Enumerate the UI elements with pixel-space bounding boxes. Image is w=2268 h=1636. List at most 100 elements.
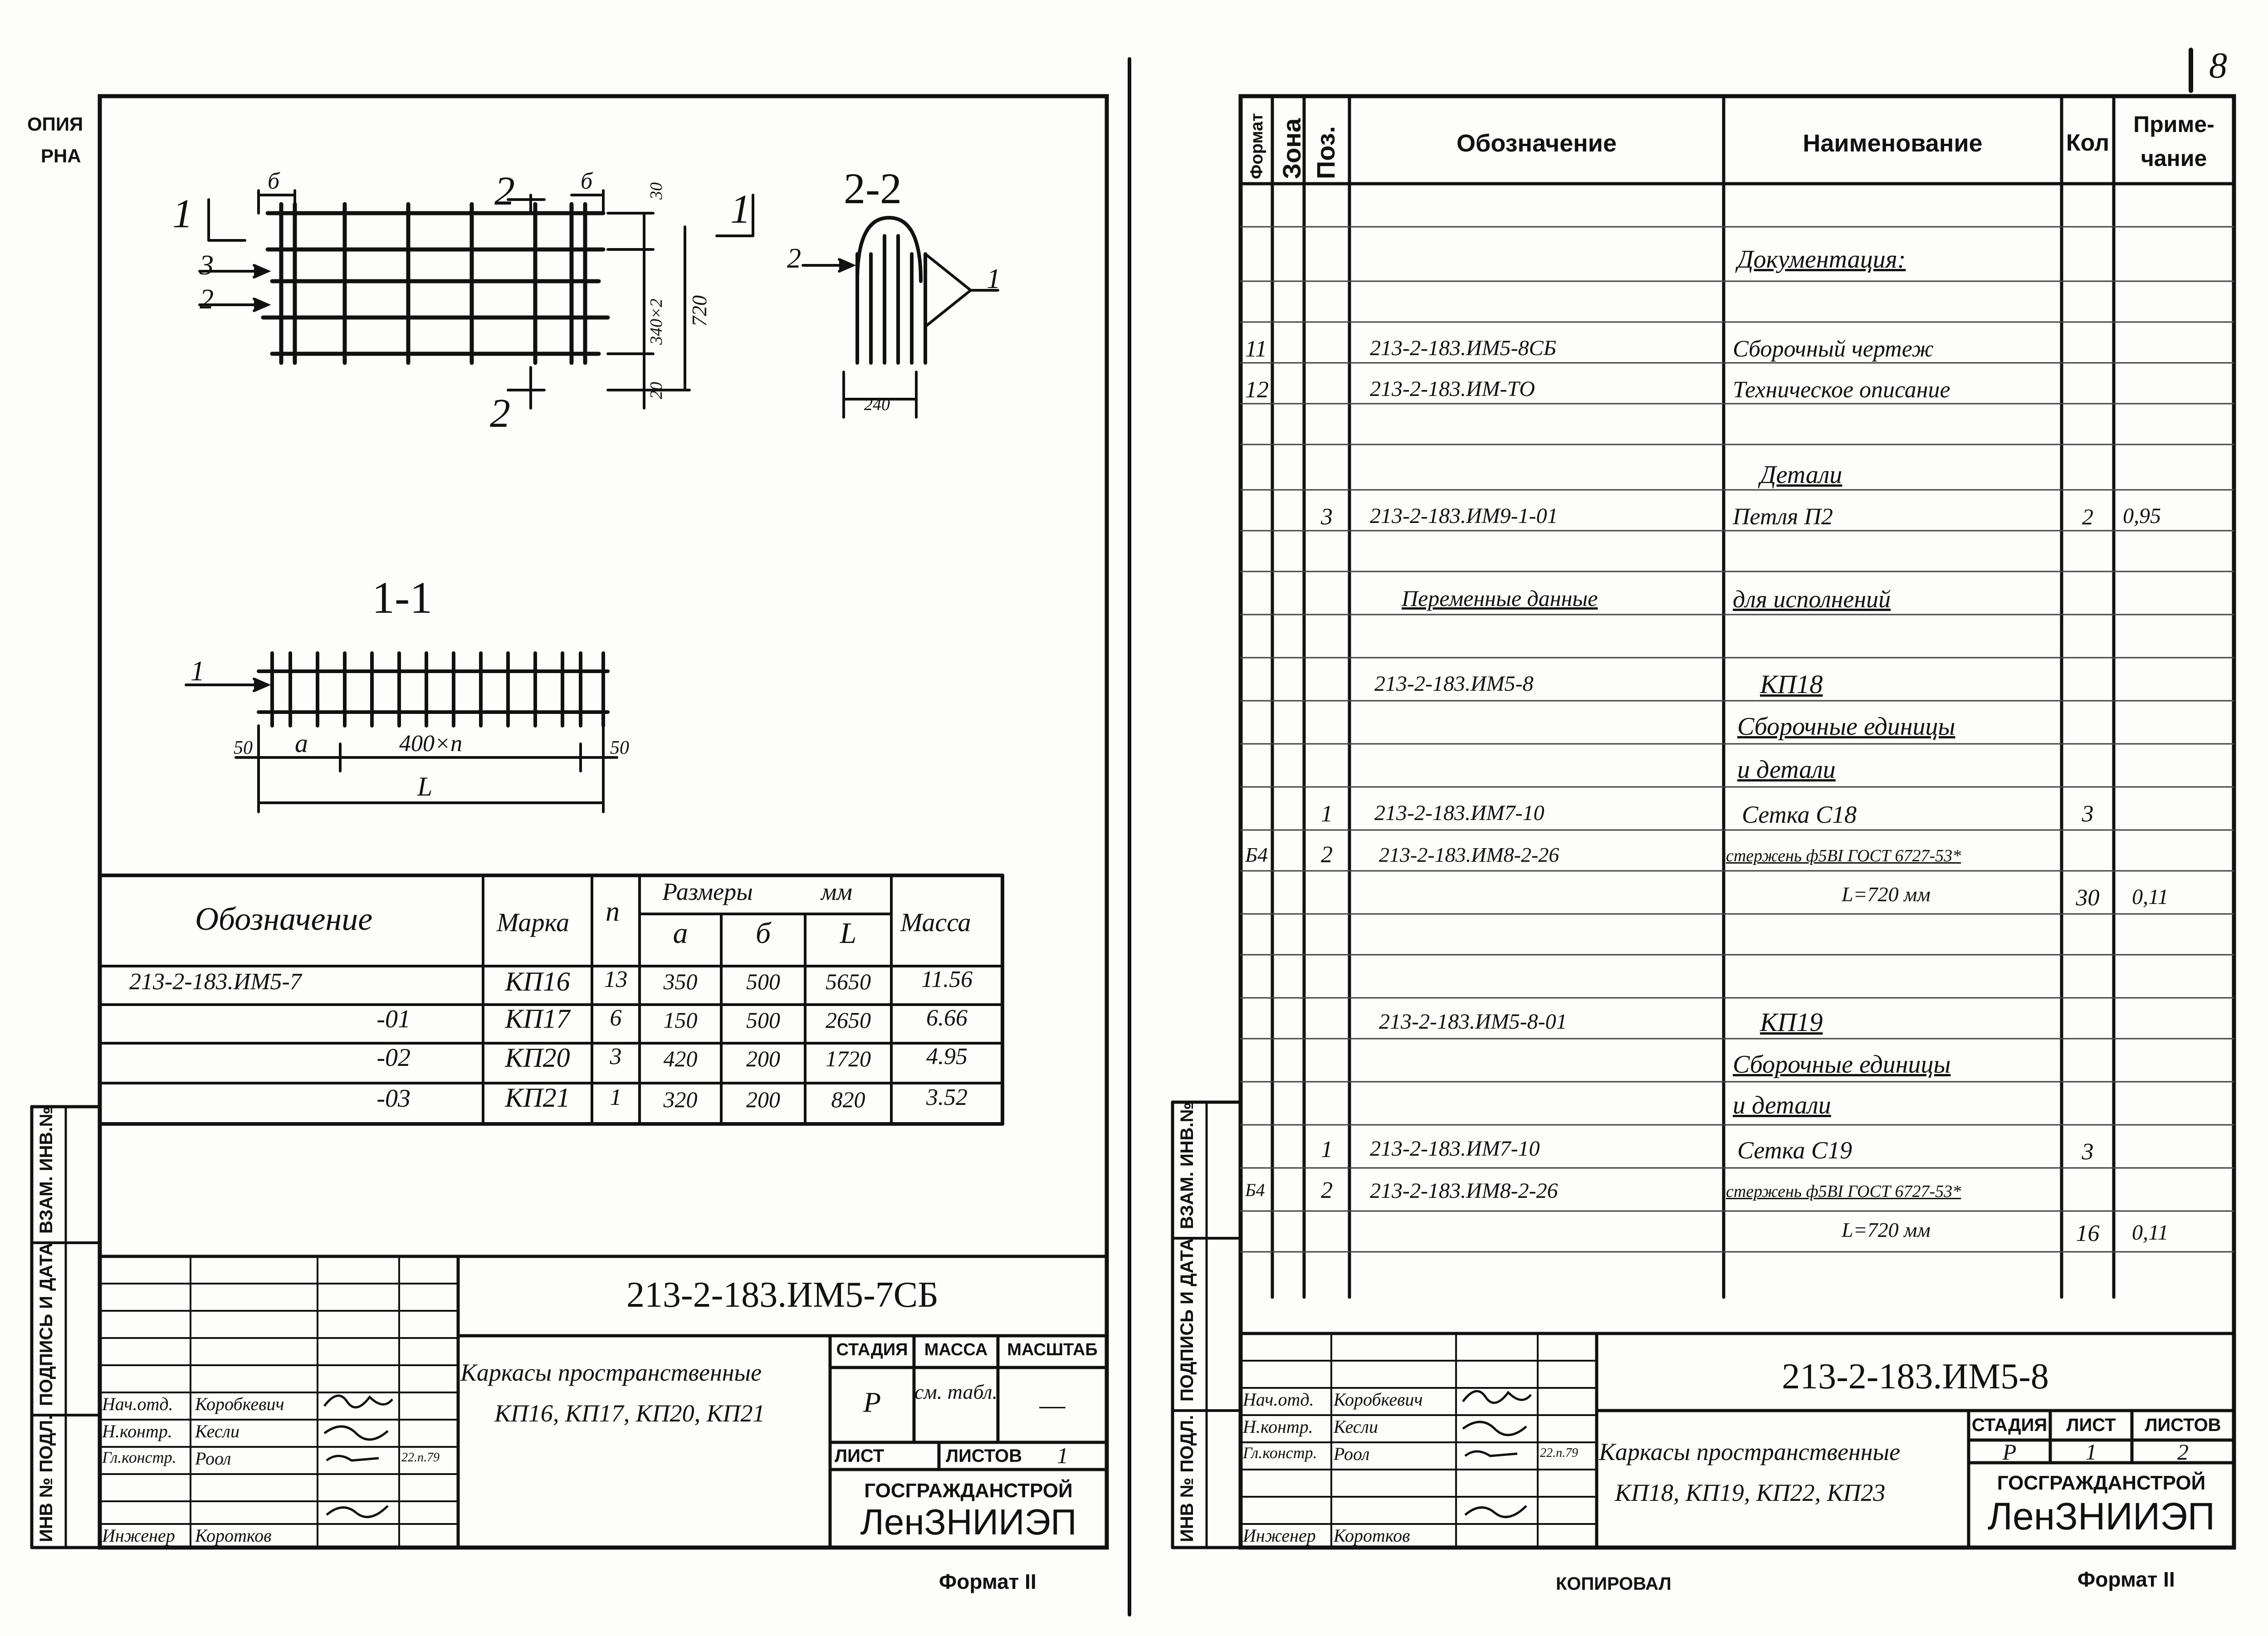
sheet-value: 1 bbox=[2085, 1439, 2097, 1465]
section-2-2-dim-240: 240 bbox=[864, 395, 890, 414]
callout-2-top: 2 bbox=[494, 169, 515, 214]
spec-name: L=720 мм bbox=[1842, 1218, 1931, 1241]
person-name: Роол bbox=[1334, 1444, 1370, 1464]
row-a: 350 bbox=[663, 969, 698, 994]
sheets-header: ЛИСТОВ bbox=[2145, 1415, 2221, 1435]
th-L: L bbox=[840, 917, 857, 950]
side-label-inv: ИНВ № ПОДЛ. bbox=[1177, 1415, 1197, 1542]
stage-header: СТАДИЯ bbox=[1971, 1415, 2048, 1435]
row-L: 5650 bbox=[826, 969, 871, 994]
row-a: 150 bbox=[663, 1007, 698, 1033]
spec-qty: 30 bbox=[2076, 885, 2100, 911]
role-norm-control: Н.контр. bbox=[102, 1421, 172, 1441]
section-2-2-callout-2: 2 bbox=[787, 243, 801, 274]
org-name-1: ГОСГРАЖДАНСТРОЙ bbox=[1997, 1472, 2206, 1494]
row-mark: КП21 bbox=[505, 1083, 570, 1113]
spec-designation: 213-2-183.ИМ7-10 bbox=[1370, 1137, 1540, 1161]
stage-header: СТАДИЯ bbox=[836, 1340, 908, 1359]
document-title-line1: Каркасы пространственные bbox=[1599, 1438, 1901, 1465]
row-L: 820 bbox=[831, 1087, 865, 1112]
role-engineer: Инженер bbox=[1243, 1525, 1316, 1546]
spec-name: Техническое описание bbox=[1733, 377, 1950, 403]
stage-value: Р bbox=[2002, 1439, 2017, 1465]
mass-header: МАССА bbox=[924, 1340, 988, 1359]
role-chief-designer: Гл.констр. bbox=[1243, 1444, 1317, 1462]
person-name: Роол bbox=[195, 1448, 231, 1469]
th-mm: мм bbox=[821, 878, 852, 905]
margin-text-1: ОПИЯ bbox=[27, 113, 83, 135]
spec-designation: 213-2-183.ИМ8-2-26 bbox=[1370, 1179, 1558, 1203]
person-name: Коротков bbox=[1334, 1525, 1410, 1546]
row-b: 200 bbox=[746, 1087, 780, 1112]
spec-note: 0,11 bbox=[2132, 885, 2169, 909]
spec-name: Сетка С18 bbox=[1742, 801, 1857, 828]
row-b: 200 bbox=[746, 1046, 780, 1071]
spec-name: L=720 мм bbox=[1842, 883, 1931, 906]
th-n: n bbox=[606, 896, 620, 927]
spec-format: 11 bbox=[1245, 336, 1267, 362]
side-label-inv: ИНВ № ПОДЛ. bbox=[36, 1415, 56, 1542]
role-head-dept: Нач.отд. bbox=[1243, 1389, 1314, 1410]
section-1-1-callout-1: 1 bbox=[191, 656, 205, 687]
row-designation: -03 bbox=[376, 1084, 411, 1113]
spec-name: стержень ф5ВI ГОСТ 6727-53* bbox=[1726, 1182, 1961, 1201]
sheet-header: ЛИСТ bbox=[2066, 1415, 2116, 1435]
spec-note: 0,95 bbox=[2123, 504, 2161, 528]
th-format: Формат bbox=[1247, 113, 1266, 179]
side-label-sign: ПОДПИСЬ И ДАТА bbox=[36, 1242, 56, 1406]
mass-value: см. табл. bbox=[914, 1380, 998, 1403]
org-name-1: ГОСГРАЖДАНСТРОЙ bbox=[864, 1480, 1073, 1502]
row-n: 6 bbox=[610, 1005, 622, 1031]
row-n: 1 bbox=[610, 1084, 622, 1110]
sheets-value: 1 bbox=[1057, 1443, 1068, 1468]
row-designation: 213-2-183.ИМ5-7 bbox=[129, 969, 302, 995]
th-zone: Зона bbox=[1277, 118, 1306, 179]
person-name: Кесли bbox=[1334, 1416, 1378, 1437]
th-mass: Масса bbox=[900, 908, 971, 937]
org-name-2: ЛенЗНИИЭП bbox=[1987, 1495, 2215, 1538]
spec-qty: 3 bbox=[2082, 801, 2094, 827]
spec-name: КП18 bbox=[1760, 669, 1823, 699]
document-code: 213-2-183.ИМ5-7СБ bbox=[626, 1275, 939, 1315]
th-pos: Поз. bbox=[1311, 126, 1340, 179]
dim-50-right: 50 bbox=[610, 737, 629, 758]
scale-header: МАСШТАБ bbox=[1007, 1340, 1098, 1359]
spec-name: Детали bbox=[1760, 461, 1843, 489]
row-mass: 4.95 bbox=[926, 1044, 968, 1070]
document-title-line2: КП18, КП19, КП22, КП23 bbox=[1615, 1479, 1886, 1506]
spec-designation: 213-2-183.ИМ8-2-26 bbox=[1379, 843, 1559, 866]
spec-designation: 213-2-183.ИМ9-1-01 bbox=[1370, 504, 1558, 528]
spec-name: стержень ф5ВI ГОСТ 6727-53* bbox=[1726, 846, 1961, 865]
page-number: 8 bbox=[2209, 46, 2227, 86]
row-designation: -01 bbox=[376, 1005, 411, 1033]
spec-designation: 213-2-183.ИМ7-10 bbox=[1374, 801, 1545, 825]
th-sizes: Размеры bbox=[662, 878, 753, 905]
org-name-2: ЛенЗНИИЭП bbox=[860, 1502, 1077, 1542]
row-mark: КП16 bbox=[505, 967, 570, 996]
person-name: Кесли bbox=[195, 1421, 240, 1441]
scale-value: — bbox=[1039, 1388, 1066, 1421]
document-code: 213-2-183.ИМ5-8 bbox=[1782, 1357, 2049, 1397]
role-engineer: Инженер bbox=[102, 1525, 175, 1546]
spec-name: Сборочные единицы bbox=[1733, 1050, 1951, 1079]
sheets-value: 2 bbox=[2177, 1439, 2189, 1465]
th-qty: Кол bbox=[2066, 130, 2110, 156]
dim-a: a bbox=[295, 728, 308, 758]
document-title-line1: Каркасы пространственные bbox=[460, 1359, 762, 1386]
th-note-2: чание bbox=[2141, 146, 2207, 171]
spec-format: 12 bbox=[1245, 377, 1269, 403]
spec-format: Б4 bbox=[1245, 1180, 1265, 1200]
spec-name: Сетка С19 bbox=[1737, 1137, 1853, 1164]
dim-L: L bbox=[417, 772, 433, 801]
callout-2-bottom: 2 bbox=[490, 391, 510, 436]
section-2-2-title: 2-2 bbox=[844, 164, 902, 213]
stage-value: Р bbox=[863, 1386, 881, 1418]
th-name: Наименование bbox=[1803, 130, 1983, 157]
person-name: Коробкевич bbox=[195, 1394, 284, 1414]
spec-designation: 213-2-183.ИМ5-8СБ bbox=[1370, 336, 1556, 360]
spec-designation: Переменные данные bbox=[1402, 586, 1598, 611]
spec-designation: 213-2-183.ИМ5-8 bbox=[1374, 672, 1534, 696]
row-L: 2650 bbox=[826, 1007, 871, 1033]
th-a: a bbox=[673, 917, 688, 950]
signature-marks bbox=[323, 1394, 393, 1519]
